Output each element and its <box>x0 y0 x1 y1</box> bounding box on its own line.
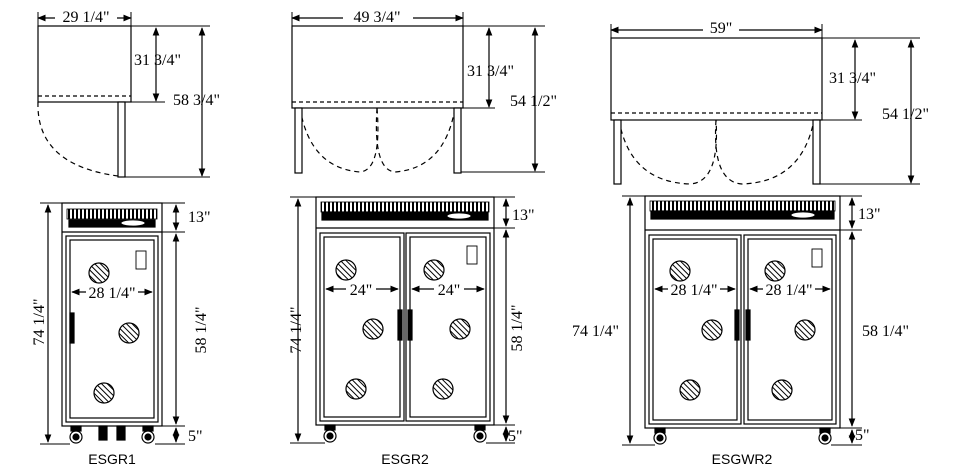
esgwr2-glass-reflection <box>679 379 701 401</box>
esgr2-casters <box>323 424 487 443</box>
esgwr2-left-door-width-label: 28 1/4" <box>671 282 718 299</box>
esgr1-door-width-label: 28 1/4" <box>89 285 136 302</box>
esgr2-top-width-label: 49 3/4" <box>354 9 401 26</box>
esgr2-left-door-frame <box>319 232 405 422</box>
esgr2-right-leg <box>453 107 462 174</box>
esgr1-door-frame <box>65 235 159 423</box>
esgr1-grille-label: 13" <box>188 209 211 226</box>
esgr2-glass-reflection <box>345 378 367 400</box>
esgr2-right-handle <box>407 309 413 341</box>
esgr2-front-view <box>290 196 515 444</box>
esgr2-base-label: 5" <box>508 428 523 445</box>
esgwr2-top-width-label: 59" <box>710 20 733 37</box>
esgr1-cabinet-top <box>37 25 132 103</box>
esgr2-grille-vents <box>320 201 490 213</box>
esgwr2-right-handle <box>745 309 751 341</box>
esgr2-total-height-label: 74 1/4" <box>288 307 305 354</box>
esgwr2-glass-reflection <box>764 260 786 282</box>
esgr2-thermometer-icon <box>466 245 478 265</box>
esgr2-grille-label: 13" <box>512 207 535 224</box>
esgr2-cabinet-top <box>291 25 464 109</box>
esgr1-glass-reflection <box>93 382 115 404</box>
esgr1-top-width-label: 29 1/4" <box>63 9 110 26</box>
esgr2-model-label: ESGR2 <box>381 451 429 467</box>
esgr2-right-door-swing <box>375 107 456 173</box>
esgr2-top-depth-open-label: 54 1/2" <box>510 93 557 110</box>
esgwr2-cabinet-front <box>644 195 841 429</box>
esgwr2-glass-reflection <box>701 319 723 341</box>
esgwr2-glass-reflection <box>669 260 691 282</box>
esgwr2-door-height-label: 58 1/4" <box>862 323 909 340</box>
esgr2-logo-badge <box>446 212 472 220</box>
esgr1-top-depth-label: 31 3/4" <box>134 52 181 69</box>
esgr2-right-door-frame <box>405 232 491 422</box>
esgr2-glass-reflection <box>362 318 384 340</box>
esgwr2-left-door-frame <box>648 234 742 425</box>
esgwr2-right-door-swing <box>714 119 815 185</box>
esgr1-casters <box>69 425 155 444</box>
esgwr2-thermometer-icon <box>811 248 823 268</box>
esgwr2-front-view <box>622 195 862 446</box>
esgr2-glass-reflection <box>449 318 471 340</box>
esgwr2-model-label: ESGWR2 <box>712 451 773 467</box>
esgr2-top-view <box>291 12 545 174</box>
esgwr2-logo-badge <box>790 211 816 219</box>
esgr2-glass-reflection <box>423 259 445 281</box>
esgr1-grille-vents <box>66 208 158 220</box>
esgwr2-grille-vents <box>649 200 836 212</box>
esgwr2-control-panel <box>650 210 835 220</box>
esgr1-side-leg <box>117 101 126 178</box>
esgr2-door-height-label: 58 1/4" <box>509 305 526 352</box>
esgwr2-right-door-width-label: 28 1/4" <box>766 282 813 299</box>
esgwr2-right-door-frame <box>743 234 837 425</box>
esgr2-left-handle <box>397 309 403 341</box>
esgr2-control-panel <box>321 211 489 221</box>
esgr2-left-leg <box>294 107 303 174</box>
esgr1-logo-badge <box>120 219 146 227</box>
esgwr2-top-depth-label: 31 3/4" <box>829 70 876 87</box>
esgwr2-casters <box>653 427 832 445</box>
esgwr2-grille-label: 13" <box>858 206 881 223</box>
esgwr2-top-depth-open-label: 54 1/2" <box>882 106 929 123</box>
esgwr2-cabinet-top <box>610 37 823 121</box>
esgwr2-glass-reflection <box>771 379 793 401</box>
esgwr2-top-view <box>610 24 920 185</box>
esgr1-base-label: 5" <box>188 428 203 445</box>
esgwr2-left-leg <box>613 119 622 185</box>
esgr1-glass-reflection <box>88 262 110 284</box>
esgr2-right-door-width-label: 24" <box>438 282 461 299</box>
esgr2-top-depth-label: 31 3/4" <box>467 63 514 80</box>
esgr1-control-panel <box>68 219 156 228</box>
esgr2-glass-reflection <box>432 378 454 400</box>
esgwr2-base-label: 5" <box>855 427 870 444</box>
esgr2-glass-reflection <box>335 259 357 281</box>
esgwr2-right-leg <box>812 119 821 185</box>
esgr1-total-height-label: 74 1/4" <box>31 299 48 346</box>
esgr1-door-handle <box>69 312 75 344</box>
esgr1-door-height-label: 58 1/4" <box>193 307 210 354</box>
esgwr2-left-handle <box>734 309 740 341</box>
esgwr2-left-door-swing <box>618 119 718 185</box>
esgr1-top-depth-open-label: 58 3/4" <box>173 92 220 109</box>
esgr1-top-view <box>37 12 210 178</box>
esgr1-door-swing <box>37 101 119 177</box>
esgr1-model-label: ESGR1 <box>88 451 136 467</box>
esgwr2-total-height-label: 74 1/4" <box>572 323 619 340</box>
esgr1-glass-reflection <box>118 322 140 344</box>
esgwr2-glass-reflection <box>794 319 816 341</box>
esgr2-left-door-width-label: 24" <box>350 282 373 299</box>
esgr1-thermometer-icon <box>135 250 147 270</box>
esgr1-front-view <box>40 202 185 445</box>
esgr2-cabinet-front <box>315 196 495 426</box>
esgr2-left-door-swing <box>299 107 379 173</box>
